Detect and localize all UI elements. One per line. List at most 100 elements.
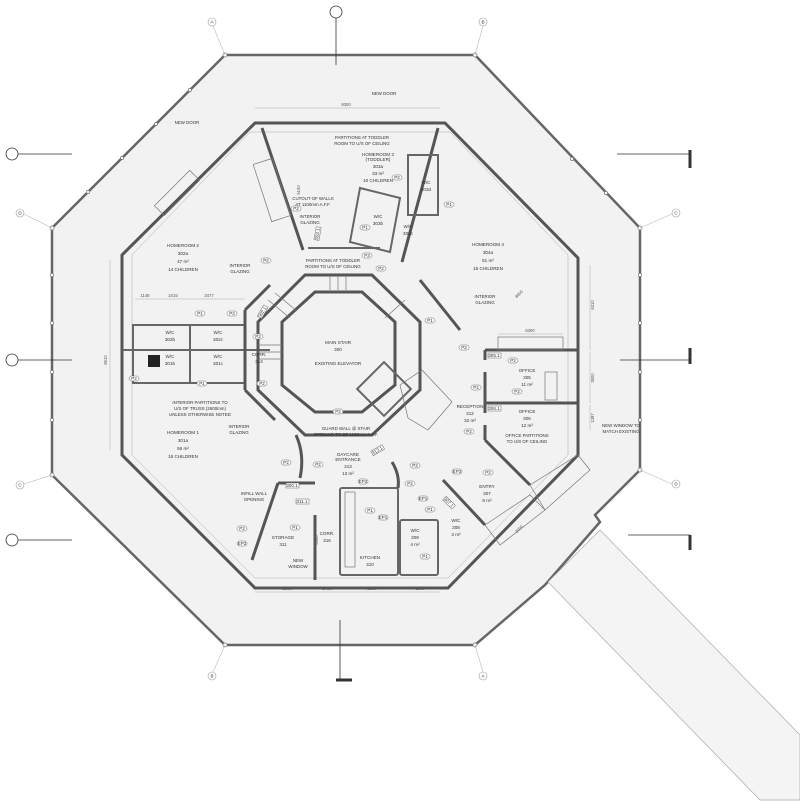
dim: 6310 [590,300,595,310]
svg-text:P1: P1 [422,554,428,559]
svg-text:ENTRANCE: ENTRANCE [335,457,360,462]
svg-text:3 m²: 3 m² [451,532,461,537]
svg-text:OPENING TO BE 1100mm A.F.F.: OPENING TO BE 1100mm A.F.F. [314,432,378,437]
svg-text:307: 307 [483,491,491,496]
svg-text:P2: P2 [229,311,235,316]
svg-text:P1: P1 [292,525,298,530]
svg-text:P2: P2 [315,462,321,467]
door-tags: 300.1 311.1 303.1 302.1 305.1 306.1 313.… [256,226,502,510]
svg-text:NEW: NEW [293,558,304,563]
note-new-door: NEW DOOR [372,91,397,96]
exterior-deck [50,53,642,647]
svg-text:W/C: W/C [214,330,224,335]
note-interior-partitions: INTERIOR PARTITIONS TOU/S OF TRUSS (2600… [169,400,231,417]
svg-text:INTERIOR: INTERIOR [229,424,250,429]
svg-text:MAIN STAIR: MAIN STAIR [325,340,352,345]
ceiling-line [131,131,569,579]
svg-text:P2: P2 [394,175,400,180]
dim: 1600 [415,586,425,591]
svg-text:316: 316 [323,538,331,543]
svg-text:P2: P2 [255,334,261,339]
svg-text:W/C: W/C [166,354,176,359]
room-corridor-314: CORR.314 [252,352,267,364]
svg-text:4 m²: 4 m² [410,542,420,547]
svg-text:302.1: 302.1 [257,306,267,319]
curved-wall [294,434,304,479]
svg-text:P1: P1 [367,508,373,513]
svg-text:306: 306 [523,416,531,421]
wc309-walls [399,519,439,576]
svg-text:P2: P2 [473,385,479,390]
svg-text:306.1: 306.1 [488,406,500,411]
svg-text:CUTOUT OF WALLS: CUTOUT OF WALLS [292,196,333,201]
svg-text:P1: P1 [446,202,452,207]
svg-text:301b: 301b [165,361,176,366]
dim-left: 8510 [103,355,108,365]
kitchen-walls [339,487,399,576]
svg-text:U/S OF TRUSS (2600mm): U/S OF TRUSS (2600mm) [174,406,226,411]
svg-text:INTERIOR: INTERIOR [300,214,321,219]
reception-counter [399,369,453,431]
svg-text:W/C: W/C [452,518,462,523]
svg-text:KITCHEN: KITCHEN [360,555,380,560]
svg-text:P2: P2 [412,463,418,468]
room-office-306: OFFICE 306 12 m² [519,409,536,428]
svg-text:10 CHILDREN: 10 CHILDREN [363,178,393,183]
svg-text:EP2: EP2 [453,469,462,474]
svg-text:D: D [674,482,678,487]
svg-text:INFILL WALL: INFILL WALL [241,491,268,496]
svg-text:OFFICE: OFFICE [519,409,536,414]
svg-text:311: 311 [279,542,287,547]
dim-office: 6300 [525,328,535,333]
svg-text:P2: P2 [335,409,341,414]
dim: 2800 [282,586,292,591]
svg-text:GLAZING: GLAZING [475,300,495,305]
svg-text:EP1: EP1 [379,515,388,520]
svg-text:303c: 303c [403,231,414,236]
dim: 4000 [314,535,319,545]
counter [497,336,564,351]
svg-text:HOMEROOM 1: HOMEROOM 1 [167,430,199,435]
svg-text:P2: P2 [466,429,472,434]
dim: 2000 [514,523,525,534]
svg-text:312: 312 [466,411,474,416]
svg-text:305.1: 305.1 [488,353,500,358]
svg-text:GLAZING: GLAZING [300,220,320,225]
svg-text:W/C: W/C [411,528,421,533]
svg-text:8 m²: 8 m² [482,498,492,503]
cubbies [153,157,292,223]
svg-text:AT 1100mm A.F.F.: AT 1100mm A.F.F. [295,202,330,207]
svg-text:RECEPTION: RECEPTION [457,404,484,409]
svg-text:WINDOW: WINDOW [288,564,308,569]
kitchen-counter [344,491,356,568]
elevator-label: EXISTING ELEVATOR [315,361,362,366]
svg-text:P2: P2 [239,526,245,531]
svg-text:P1: P1 [427,318,433,323]
svg-text:12 m²: 12 m² [521,423,533,428]
svg-text:B: B [481,20,484,25]
svg-text:INTERIOR PARTITIONS TO: INTERIOR PARTITIONS TO [172,400,228,405]
svg-text:301c: 301c [213,361,224,366]
svg-text:INTERIOR: INTERIOR [230,263,251,268]
svg-text:313.1: 313.1 [371,445,384,455]
svg-text:OFFICE: OFFICE [519,368,536,373]
svg-text:CORR.: CORR. [252,352,267,357]
wall [243,283,272,312]
svg-text:305: 305 [523,375,531,380]
dim: 3500 [590,373,595,383]
svg-text:P2: P2 [378,266,384,271]
